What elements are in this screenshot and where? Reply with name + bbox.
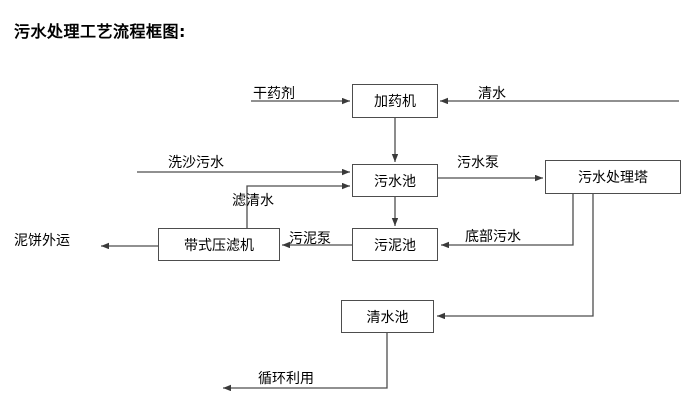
label-clean-water-input: 清水	[478, 86, 506, 102]
label-recycle-output: 循环利用	[258, 371, 314, 387]
node-dosing-machine[interactable]: 加药机	[352, 84, 438, 118]
edge-clear-water-to-recycle	[223, 333, 388, 392]
label-filtrate-water: 滤清水	[232, 193, 274, 209]
node-sewage-treatment-tower[interactable]: 污水处理塔	[545, 160, 681, 194]
label-sewage-pump: 污水泵	[457, 155, 499, 171]
label-mud-cake-output: 泥饼外运	[14, 233, 70, 249]
label-bottom-sewage: 底部污水	[465, 229, 521, 245]
edge-tower-to-sludge-pool	[441, 194, 574, 249]
page-title: 污水处理工艺流程框图:	[14, 22, 186, 41]
edge-tower-to-clear-water-pool	[437, 194, 594, 320]
label-sludge-pump: 污泥泵	[289, 231, 331, 247]
edge-filtrate-to-sewage-pool	[246, 182, 350, 228]
node-clear-water-pool[interactable]: 清水池	[341, 300, 434, 333]
label-dry-agent-input: 干药剂	[253, 86, 295, 102]
node-sewage-pool[interactable]: 污水池	[352, 164, 438, 197]
node-belt-filter-press[interactable]: 带式压滤机	[158, 228, 280, 261]
node-sludge-pool[interactable]: 污泥池	[352, 228, 438, 261]
label-wash-sand-sewage-input: 洗沙污水	[168, 155, 224, 171]
